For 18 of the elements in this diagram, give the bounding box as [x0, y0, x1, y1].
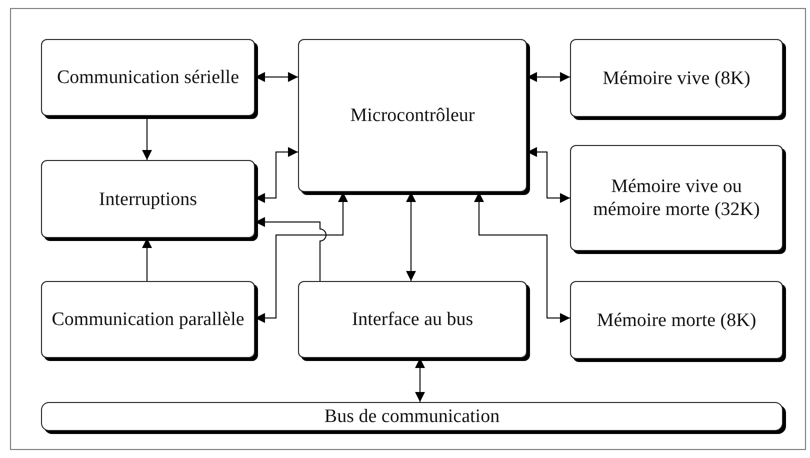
- process-box: [41, 281, 255, 358]
- node-label: Interruptions: [98, 188, 198, 210]
- process-box: [570, 281, 783, 359]
- node-label: Bus de communication: [324, 405, 500, 428]
- node-label: Communication parallèle: [52, 308, 244, 331]
- node-label: Communication sérielle: [56, 66, 240, 89]
- process-box: [298, 39, 527, 192]
- bus-bar: [41, 402, 783, 431]
- process-box: [570, 39, 783, 117]
- process-box: [570, 145, 783, 251]
- process-box: [298, 281, 527, 358]
- process-box: [41, 160, 255, 238]
- process-box: [41, 39, 255, 116]
- node-label: Mémoire vive ou mémoire morte (32K): [592, 175, 761, 221]
- node-label: Interface au bus: [352, 308, 474, 331]
- node-label: Mémoire morte (8K): [596, 308, 756, 332]
- node-label: Microcontrôleur: [350, 104, 475, 127]
- node-label: Mémoire vive (8K): [602, 66, 750, 90]
